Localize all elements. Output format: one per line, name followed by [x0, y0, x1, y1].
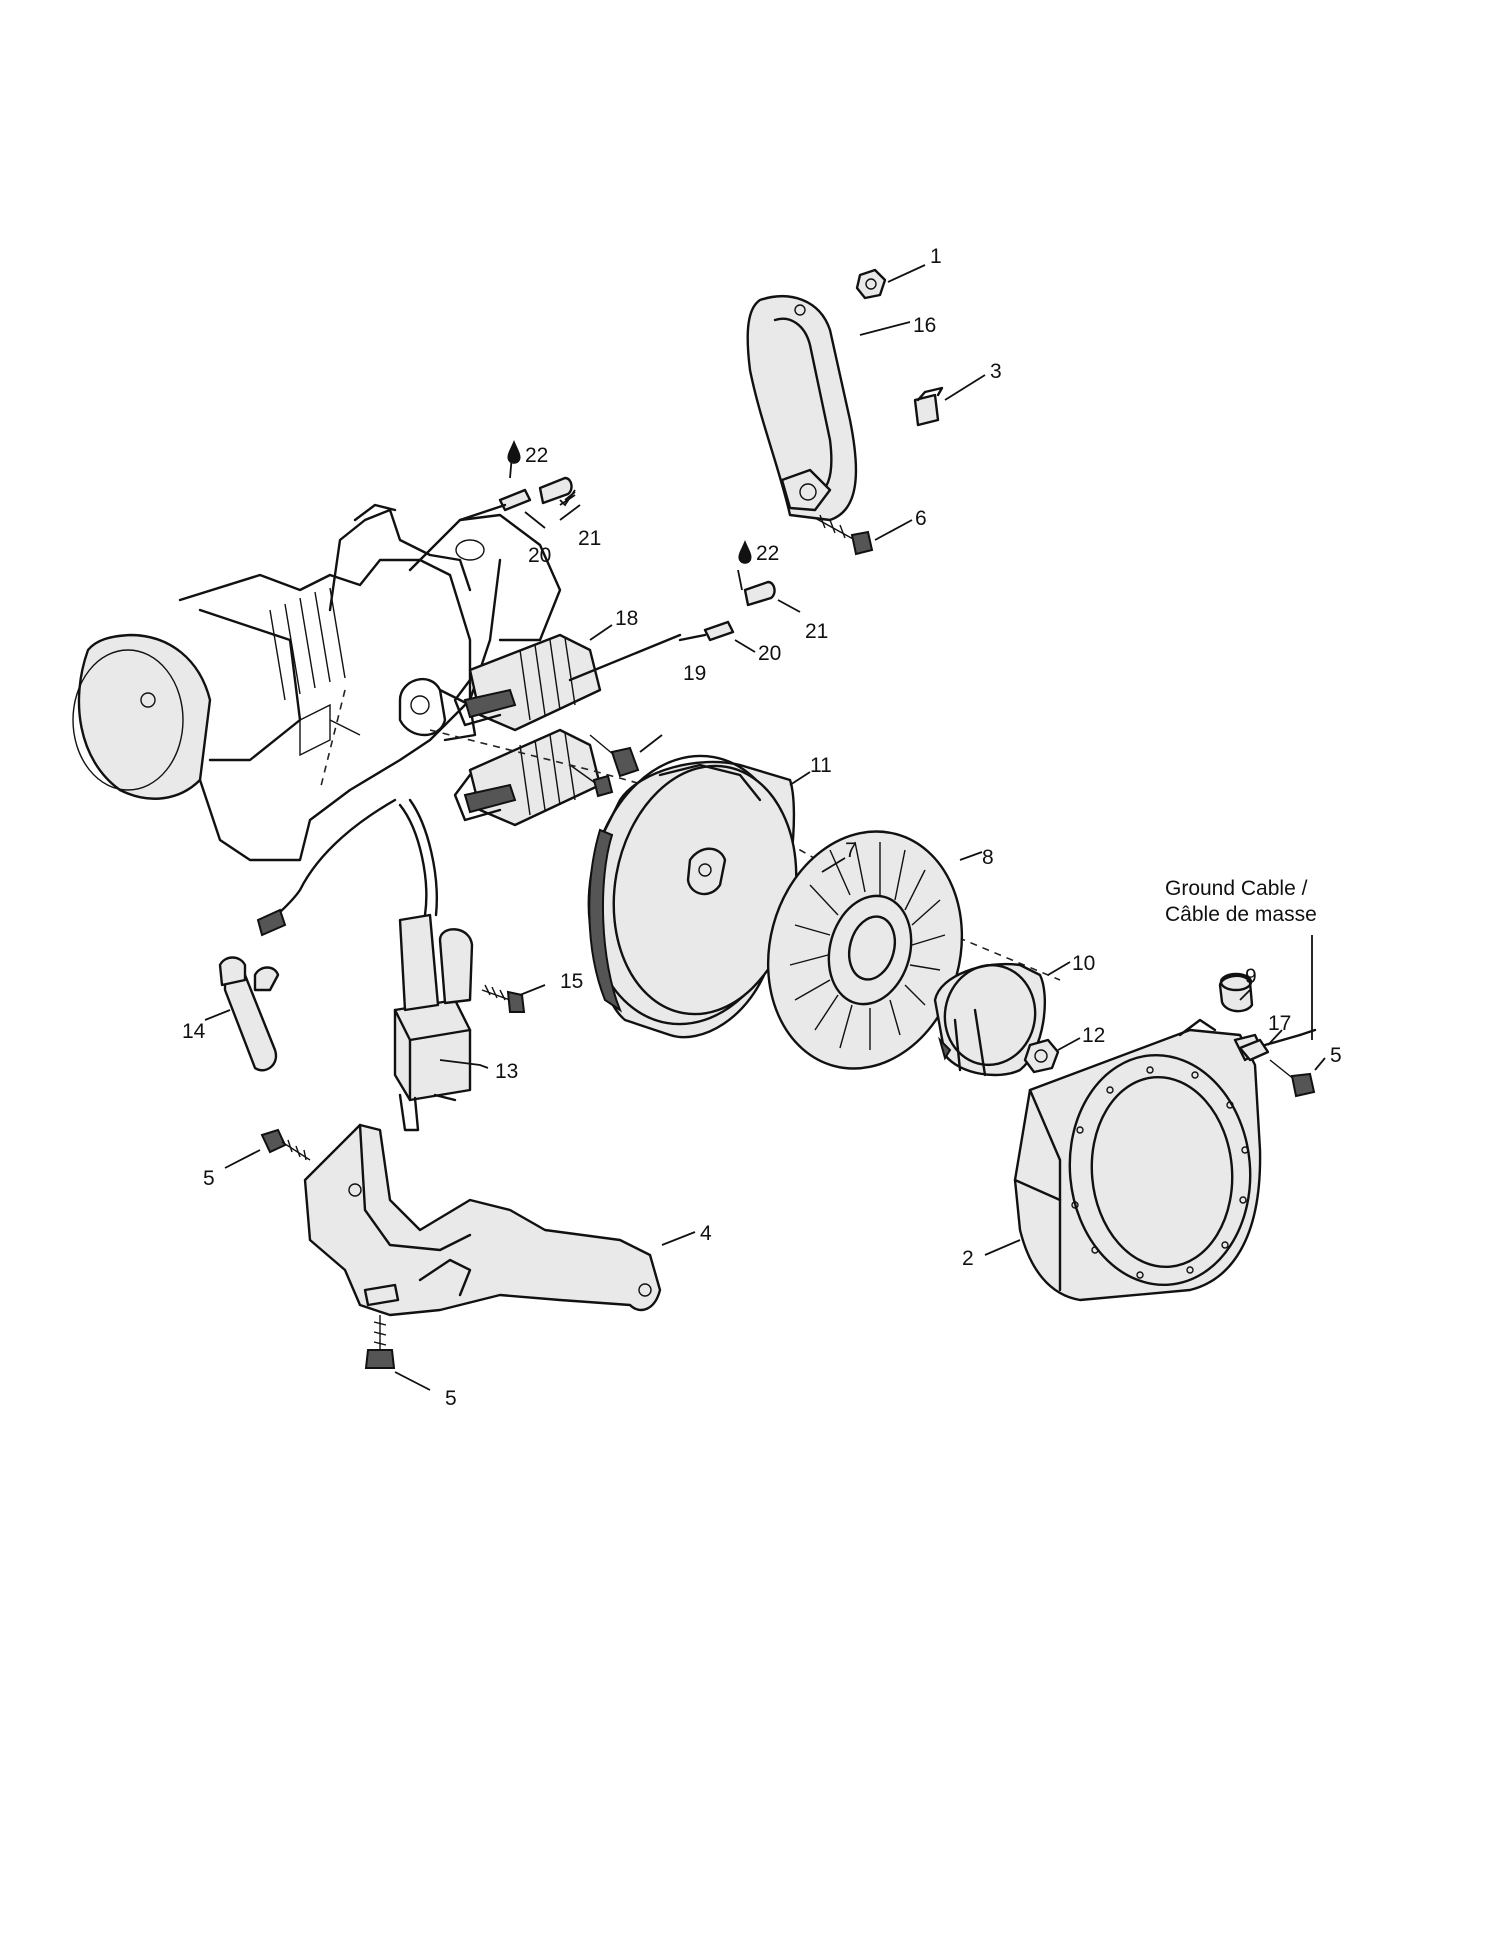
callout-19: 19	[683, 662, 706, 685]
sleeve-21-lower	[743, 580, 776, 607]
lower-shroud	[303, 1123, 662, 1317]
housing-bolt-holes	[1071, 1066, 1249, 1279]
top-nut	[855, 268, 887, 300]
sleeve-21-upper	[538, 476, 573, 505]
callout-12: 12	[1082, 1024, 1105, 1047]
flywheel	[587, 754, 798, 1039]
ground-cable-note-line2: Câble de masse	[1165, 903, 1317, 926]
connector-pin-20-upper	[458, 488, 532, 522]
callout-8: 8	[982, 846, 994, 869]
stator-coil-upper	[453, 633, 602, 732]
oil-drop-icon	[507, 440, 521, 464]
callout-10: 10	[1072, 952, 1095, 975]
callout-5-left: 5	[203, 1167, 215, 1190]
callout-22-lower: 22	[756, 542, 779, 565]
callout-4: 4	[700, 1222, 712, 1245]
callout-5-bottom: 5	[445, 1387, 457, 1410]
callout-3: 3	[990, 360, 1002, 383]
callout-17: 17	[1268, 1012, 1291, 1035]
cooling-fan	[766, 830, 964, 1070]
stator-coil-lower	[453, 728, 602, 827]
ignition-coil	[393, 913, 474, 1132]
shroud-screw-bottom	[364, 1315, 396, 1369]
callout-21-lower: 21	[805, 620, 828, 643]
callout-13: 13	[495, 1060, 518, 1083]
grommet	[1218, 972, 1254, 1013]
callout-11: 11	[810, 754, 832, 777]
upper-bracket	[746, 295, 858, 522]
coil-screw	[481, 984, 526, 1013]
connector-pin-20-lower	[678, 620, 735, 642]
callout-9: 9	[1245, 965, 1257, 988]
callout-18: 18	[615, 607, 638, 630]
callout-1: 1	[930, 245, 942, 268]
callout-5-right: 5	[1330, 1044, 1342, 1067]
oil-drop-icon	[738, 540, 752, 564]
callout-6: 6	[915, 507, 927, 530]
shroud-screw-left	[260, 1128, 311, 1161]
ground-terminal	[1238, 1033, 1302, 1062]
bracket-clip	[913, 386, 944, 427]
ground-cable-note-line1: Ground Cable /	[1165, 877, 1308, 900]
housing-screw-right	[1269, 1059, 1316, 1098]
stator-screw-lower	[569, 764, 614, 798]
callout-16: 16	[913, 314, 936, 337]
callout-7: 7	[845, 839, 857, 862]
callout-2: 2	[962, 1247, 974, 1270]
flywheel-nut	[1023, 1038, 1060, 1074]
stator-screw	[589, 734, 640, 778]
spark-plug-boot	[218, 956, 280, 1072]
callout-15: 15	[560, 970, 583, 993]
callout-20-upper: 20	[528, 544, 551, 567]
leader-lines	[204, 264, 1326, 1391]
callout-22-upper: 22	[525, 444, 548, 467]
callout-21-upper: 21	[578, 527, 601, 550]
wire-harness	[256, 798, 438, 937]
callout-20-lower: 20	[758, 642, 781, 665]
callout-14: 14	[182, 1020, 206, 1043]
bracket-bolt	[814, 514, 874, 556]
starter-cup	[933, 962, 1046, 1077]
callout-labels: 1 16 3 6 22 21 20 22 21 20 18 19 11 7 8 …	[182, 245, 1342, 1410]
